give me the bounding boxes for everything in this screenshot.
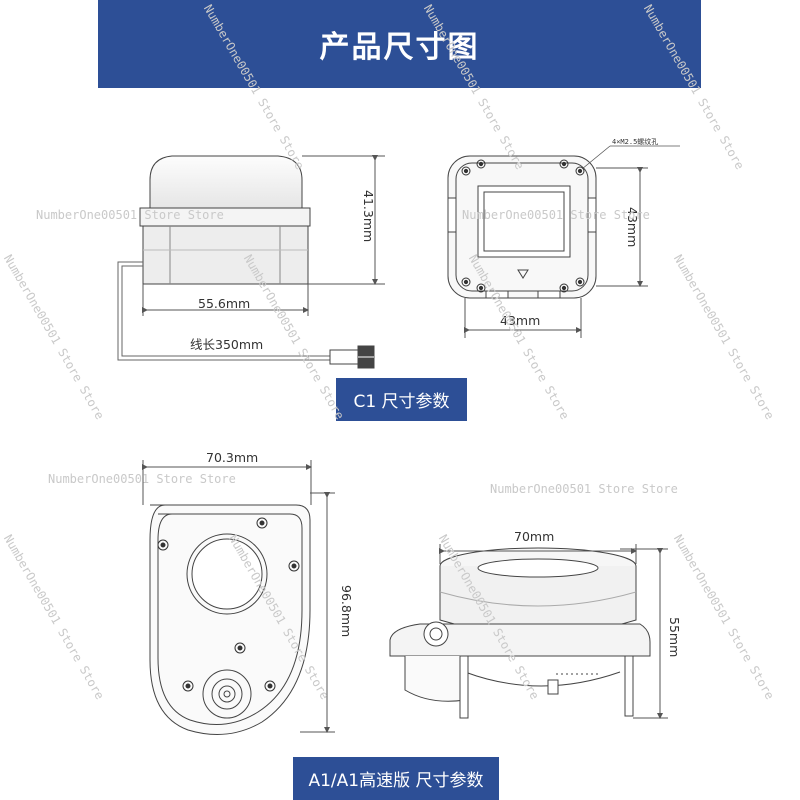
- c1-section-label: C1 尺寸参数: [336, 378, 467, 421]
- c1-cable-label: 线长350mm: [190, 337, 263, 352]
- a1-top-height-label: 96.8mm: [339, 585, 354, 637]
- page-title: 产品尺寸图: [319, 30, 480, 65]
- a1-side-height-dimension: [620, 548, 668, 719]
- c1-width-label: 55.6mm: [198, 296, 250, 311]
- c1-screw-note: 4×M2.5螺纹孔: [612, 137, 658, 146]
- c1-side-view: [117, 155, 375, 369]
- c1-height-dimension: [302, 155, 385, 285]
- c1-height-label: 41.3mm: [361, 190, 376, 242]
- c1-top-view: [447, 155, 597, 299]
- a1-top-height-dimension: [300, 492, 335, 733]
- c1-top-width-label: 43mm: [500, 313, 540, 328]
- c1-top-height-dimension: [596, 167, 648, 287]
- a1-top-screw-holes: [157, 517, 300, 692]
- c1-width-dimension: [142, 284, 309, 316]
- c1-screw-holes: [461, 159, 585, 293]
- header-banner: 产品尺寸图: [98, 0, 701, 88]
- a1-side-width-label: 70mm: [514, 529, 554, 544]
- a1-side-height-label: 55mm: [667, 617, 682, 657]
- a1-section-label: A1/A1高速版 尺寸参数: [293, 757, 499, 800]
- a1-top-width-label: 70.3mm: [206, 450, 258, 465]
- c1-top-width-dimension: [464, 298, 582, 338]
- a1-side-view: [389, 547, 651, 719]
- c1-top-height-label: 43mm: [625, 207, 640, 247]
- a1-top-width-dimension: [142, 460, 312, 505]
- a1-top-view: [149, 504, 311, 735]
- a1-side-width-dimension: [439, 544, 637, 564]
